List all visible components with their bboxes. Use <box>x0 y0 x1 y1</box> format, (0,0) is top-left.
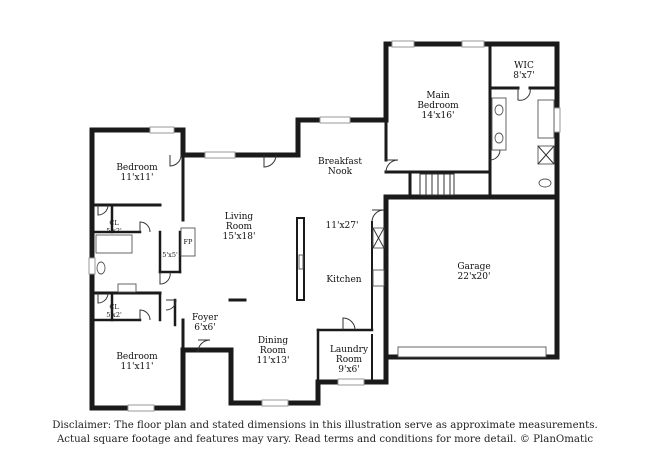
bedroom-bottom-dims: 11'x11' <box>121 362 154 372</box>
bedroom-top-name: Bedroom <box>116 163 158 173</box>
island-sink <box>298 254 304 270</box>
hall-tub <box>95 234 133 254</box>
kitchen-dims: 11'x27' <box>326 221 359 231</box>
dining-room-name-1: Dining <box>258 336 289 346</box>
closet-top-name: CL <box>109 219 119 227</box>
closet-bottom-name: CL <box>109 303 119 311</box>
stairs <box>419 173 455 196</box>
garage-name: Garage <box>457 262 490 272</box>
bedroom-top-dims: 11'x11' <box>121 173 154 183</box>
hall-vanity <box>117 283 137 293</box>
main-bedroom-dims: 14'x16' <box>422 111 455 121</box>
master-tub <box>537 99 555 139</box>
main-bedroom-name-1: Main <box>426 91 449 101</box>
laundry-room-name-2: Room <box>336 355 363 365</box>
living-room-name-1: Living <box>225 212 254 222</box>
garage-dims: 22'x20' <box>458 272 491 282</box>
garage-door <box>397 346 547 358</box>
breakfast-nook-name-1: Breakfast <box>318 157 362 167</box>
closet-mid-dims: 5'x5' <box>162 251 178 259</box>
wic-name: WIC <box>514 61 534 71</box>
disclaimer-line-2: Actual square footage and features may v… <box>56 434 594 445</box>
laundry-room-dims: 9'x6' <box>338 365 359 375</box>
room-labels: WIC 8'x7' Main Bedroom 14'x16' Breakfast… <box>106 61 535 375</box>
main-bedroom-name-2: Bedroom <box>417 101 459 111</box>
disclaimer-line-1: Disclaimer: The floor plan and stated di… <box>52 420 598 431</box>
dining-room-dims: 11'x13' <box>257 356 290 366</box>
laundry-room-name-1: Laundry <box>330 345 369 355</box>
closet-bottom-dims: 5'x2' <box>106 311 122 319</box>
disclaimer: Disclaimer: The floor plan and stated di… <box>0 419 650 447</box>
hall-toilet <box>96 261 106 275</box>
range <box>372 269 385 287</box>
interior-walls <box>90 42 559 384</box>
foyer-name: Foyer <box>192 313 219 323</box>
kitchen-name: Kitchen <box>326 275 361 285</box>
living-room-name-2: Room <box>226 222 253 232</box>
closet-top-dims: 5'x2' <box>106 227 122 235</box>
living-room-dims: 15'x18' <box>223 232 256 242</box>
fixtures <box>95 97 555 358</box>
master-toilet <box>538 178 552 188</box>
breakfast-nook-name-2: Nook <box>328 167 353 177</box>
dining-room-name-2: Room <box>260 346 287 356</box>
windows <box>88 40 561 412</box>
bedroom-bottom-name: Bedroom <box>116 352 158 362</box>
fireplace-hearth <box>180 227 196 257</box>
fireplace-label: FP <box>184 238 194 246</box>
wic-dims: 8'x7' <box>513 71 534 81</box>
foyer-dims: 6'x6' <box>194 323 215 333</box>
